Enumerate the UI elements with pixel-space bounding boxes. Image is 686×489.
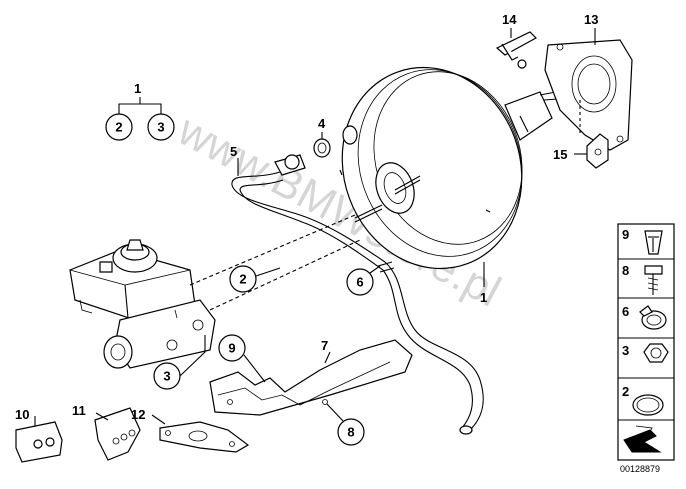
legend-number-8: 8 bbox=[622, 263, 629, 278]
heat-shield-7: 7 bbox=[209, 338, 413, 416]
callout-2-line: 2 bbox=[239, 272, 246, 287]
vacuum-hose-5: 5 bbox=[230, 144, 386, 271]
legend-number-6: 6 bbox=[622, 304, 629, 319]
callout-10: 10 bbox=[15, 407, 29, 422]
bracket-11: 11 bbox=[72, 403, 141, 461]
master-cylinder bbox=[69, 239, 216, 369]
brake-booster bbox=[339, 66, 581, 270]
callout-12: 12 bbox=[131, 407, 145, 422]
callout-circle-6 bbox=[346, 268, 374, 296]
callout-14: 14 bbox=[502, 12, 517, 27]
callout-circle-2-line bbox=[229, 265, 257, 293]
callout-circle-8 bbox=[337, 418, 365, 446]
callout-6: 6 bbox=[356, 275, 363, 290]
callout-4: 4 bbox=[318, 116, 326, 131]
callout-2-group: 2 bbox=[115, 120, 122, 135]
hose-clamp-icon bbox=[639, 305, 667, 330]
bracket-15: 15 bbox=[553, 100, 609, 169]
gasket-12: 12 bbox=[131, 407, 250, 453]
callout-9: 9 bbox=[228, 341, 235, 356]
legend-number-2: 2 bbox=[622, 384, 629, 399]
check-valve-grommet-4: 4 bbox=[313, 116, 331, 158]
callout-1-top: 1 bbox=[134, 81, 141, 96]
callout-11: 11 bbox=[72, 403, 86, 418]
o-ring-icon bbox=[632, 394, 664, 416]
callout-5: 5 bbox=[230, 144, 237, 159]
cap-10: 10 bbox=[15, 407, 63, 463]
legend-panel: 9 8 6 3 2 bbox=[617, 223, 675, 461]
clip-nut-icon bbox=[644, 230, 663, 255]
screw-icon bbox=[644, 265, 663, 295]
callout-8: 8 bbox=[347, 425, 354, 440]
callout-1-bottom: 1 bbox=[480, 290, 487, 305]
callout-7: 7 bbox=[321, 338, 328, 353]
vacuum-line-lower bbox=[377, 261, 484, 435]
callout-circle-3 bbox=[147, 113, 175, 141]
drawing-code: 00128879 bbox=[620, 464, 660, 474]
callout-1-group: 1 2 3 bbox=[105, 81, 175, 141]
callout-3-master: 3 bbox=[163, 369, 170, 384]
gasket-13: 13 bbox=[544, 12, 633, 151]
direction-arrow-icon bbox=[623, 425, 662, 453]
legend-number-9: 9 bbox=[622, 227, 629, 242]
legend-number-3: 3 bbox=[622, 343, 629, 358]
callout-3-group: 3 bbox=[157, 120, 164, 135]
callout-circle-9 bbox=[218, 334, 246, 362]
callout-13: 13 bbox=[584, 12, 598, 27]
hex-nut-icon bbox=[643, 343, 669, 363]
callout-15: 15 bbox=[553, 147, 567, 162]
clip-14: 14 bbox=[495, 12, 537, 69]
callout-circle-2 bbox=[105, 113, 133, 141]
